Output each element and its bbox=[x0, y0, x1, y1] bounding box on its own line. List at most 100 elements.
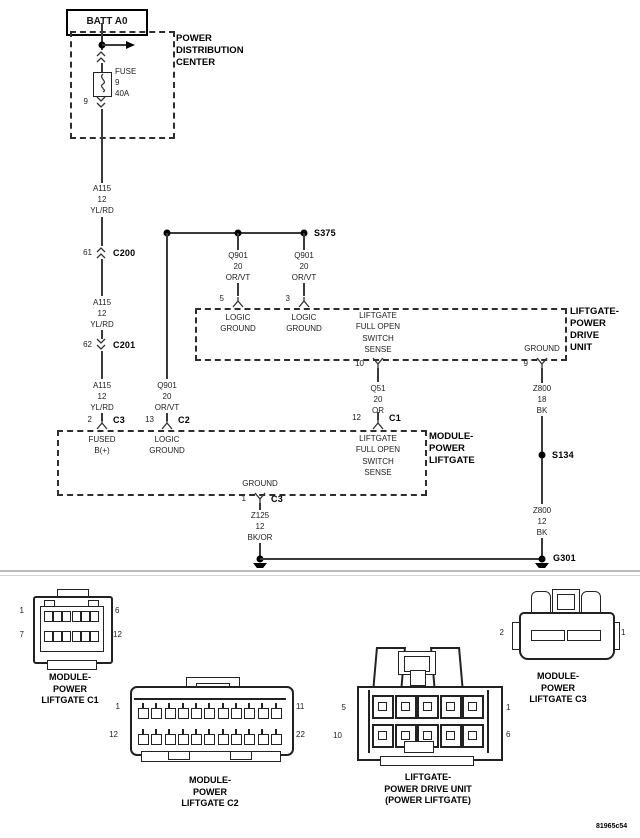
connector-c2-pin-label: 11 bbox=[296, 702, 305, 711]
wire-segment bbox=[101, 351, 103, 379]
connector-c3-terminal-slot bbox=[567, 630, 601, 641]
connector-pin-cell bbox=[151, 729, 163, 745]
fuse-element-icon bbox=[100, 73, 105, 93]
connector-pin-cell bbox=[270, 729, 282, 745]
connector-pin-cell bbox=[439, 695, 462, 719]
module-c3-out-name: C3 bbox=[271, 494, 283, 504]
connector-c2-pin-row bbox=[138, 728, 282, 745]
wire-segment bbox=[101, 259, 103, 296]
pdu-pin9: 9 bbox=[523, 359, 528, 368]
wire-label: Q901 20 OR/VT bbox=[291, 251, 317, 282]
ground-g301-dot bbox=[538, 555, 546, 563]
connector-pin-cell bbox=[71, 611, 81, 622]
wire-segment bbox=[237, 233, 239, 250]
wire-label: A115 12 YL/RD bbox=[90, 381, 114, 412]
connector-c2-body bbox=[130, 686, 294, 756]
module-c1-name: C1 bbox=[389, 413, 401, 423]
connector-c2-pin-label: 22 bbox=[296, 730, 305, 739]
wire-label: Z125 12 BK/OR bbox=[247, 511, 273, 542]
pdu-connector-rail bbox=[487, 690, 489, 753]
pdu-pin-function: GROUND bbox=[524, 344, 560, 353]
module-c3-name: C3 bbox=[113, 415, 125, 425]
connector-pin-cell bbox=[217, 729, 229, 745]
connector-pin-cell bbox=[462, 724, 484, 748]
c201-connector-icon bbox=[96, 338, 106, 350]
pdu-connector-keyway bbox=[404, 741, 434, 753]
connector-c3-pin-label: 2 bbox=[499, 628, 504, 637]
section-divider bbox=[0, 574, 640, 576]
wire-segment bbox=[259, 503, 261, 510]
wire-segment bbox=[166, 233, 168, 379]
connector-pin-cell bbox=[204, 703, 216, 719]
wire-segment bbox=[101, 330, 103, 339]
module-c2-pin13: 13 bbox=[145, 415, 154, 424]
wire-label: Q901 20 OR/VT bbox=[225, 251, 251, 282]
connector-pin-cell bbox=[177, 729, 189, 745]
fuse-label: FUSE bbox=[115, 67, 137, 76]
wire-segment bbox=[303, 283, 305, 296]
module-pin-function: GROUND bbox=[242, 479, 278, 488]
connector-pin-cell bbox=[257, 729, 269, 745]
connector-pin-cell bbox=[217, 703, 229, 719]
connector-pin-cell bbox=[257, 703, 269, 719]
wire-segment bbox=[541, 368, 543, 383]
connector-fork-up-icon bbox=[254, 492, 266, 503]
pdu-connector-pin-label: 1 bbox=[506, 703, 511, 712]
connector-pin-cell bbox=[394, 695, 417, 719]
c201-name: C201 bbox=[113, 340, 136, 350]
connector-pin-cell bbox=[89, 631, 99, 642]
connector-pin-cell bbox=[270, 703, 282, 719]
pdu-pin5: 5 bbox=[219, 294, 224, 303]
pdu-connector-rail bbox=[368, 690, 370, 753]
wire-label: Z800 12 BK bbox=[532, 506, 552, 537]
wire-label: A115 12 YL/RD bbox=[90, 184, 114, 215]
connector-c1-caption: MODULE- POWER LIFTGATE C1 bbox=[41, 672, 99, 705]
connector-c2-pin-label: 12 bbox=[109, 730, 118, 739]
wire-segment bbox=[303, 233, 305, 250]
connector-c3-terminal-slot bbox=[531, 630, 565, 641]
wire-segment bbox=[377, 368, 379, 382]
wire-segment bbox=[541, 458, 543, 504]
connector-c2-pin-label: 1 bbox=[115, 702, 120, 711]
module-power-liftgate-box bbox=[57, 430, 427, 496]
drawing-id: 81965c54 bbox=[596, 823, 628, 830]
connector-pin-cell bbox=[462, 695, 484, 719]
connector-pin-cell bbox=[44, 631, 53, 642]
connector-pin-cell bbox=[89, 611, 99, 622]
connector-pin-cell bbox=[231, 729, 243, 745]
connector-pin-cell bbox=[53, 611, 63, 622]
module-c1-pin12: 12 bbox=[352, 413, 361, 422]
module-pin-function: FUSED B(+) bbox=[88, 435, 116, 455]
connector-pin-cell bbox=[177, 703, 189, 719]
connector-pin-cell bbox=[53, 631, 63, 642]
battery-feed-box: BATT A0 bbox=[66, 9, 148, 36]
battery-feed-label: BATT A0 bbox=[86, 16, 128, 27]
section-divider bbox=[0, 570, 640, 572]
connector-fork-up-icon bbox=[536, 357, 548, 368]
feed-arrow-icon bbox=[126, 41, 135, 49]
connector-pin-cell bbox=[62, 631, 72, 642]
connector-pin-cell bbox=[138, 729, 149, 745]
wire-segment bbox=[101, 63, 103, 72]
connector-pin-cell bbox=[164, 729, 176, 745]
connector-fork-down-icon bbox=[96, 419, 108, 430]
connector-c1-pin-label: 12 bbox=[113, 630, 122, 639]
connector-pin-cell bbox=[191, 703, 203, 719]
connector-c2-foot-notch bbox=[230, 751, 252, 760]
connector-pin-cell bbox=[372, 724, 394, 748]
pdu-connector-pin-row bbox=[372, 695, 484, 719]
connector-fork-down-icon bbox=[161, 419, 173, 430]
connector-c1-pin-label: 6 bbox=[115, 606, 120, 615]
wire-label: Q901 20 OR/VT bbox=[154, 381, 180, 412]
fuse-rating: 40A bbox=[115, 89, 130, 98]
c200-cavity: 61 bbox=[83, 248, 92, 257]
liftgate-power-drive-unit-title: LIFTGATE- POWER DRIVE UNIT bbox=[570, 306, 619, 353]
module-c3-pin2: 2 bbox=[87, 415, 92, 424]
connector-fork-down-icon bbox=[232, 297, 244, 308]
connector-pin-cell bbox=[80, 631, 90, 642]
module-pin-function: LOGIC GROUND bbox=[149, 435, 185, 455]
wire-segment bbox=[101, 413, 103, 421]
wire-segment bbox=[259, 543, 261, 559]
connector-c2-pin-row bbox=[138, 702, 282, 719]
